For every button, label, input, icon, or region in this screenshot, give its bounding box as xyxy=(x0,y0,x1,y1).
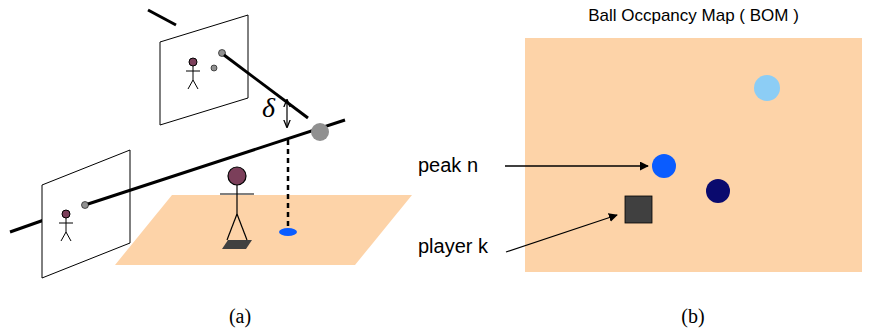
map-region: Ball Occpancy Map ( BOM ) xyxy=(525,38,862,272)
stick-figure xyxy=(59,210,73,241)
peak-label: peak n xyxy=(418,155,478,175)
ball xyxy=(311,123,329,141)
camera-ray xyxy=(88,120,345,204)
leader-arrow xyxy=(505,165,648,166)
image-plane xyxy=(42,150,130,278)
projection-line xyxy=(287,140,290,228)
ball-projection xyxy=(279,228,297,236)
player-figure xyxy=(220,167,254,240)
peak-dot xyxy=(706,179,730,203)
ball-image xyxy=(82,202,89,209)
map-title: Ball Occpancy Map ( BOM ) xyxy=(588,6,799,26)
ground-plane xyxy=(115,195,412,265)
player-footprint xyxy=(222,240,252,249)
leader-arrow xyxy=(506,215,617,252)
image-plane xyxy=(160,15,248,125)
peak-dot xyxy=(754,75,780,101)
panel-label: (a) xyxy=(229,306,251,326)
stick-figure xyxy=(186,58,200,89)
player-label: player k xyxy=(418,236,488,256)
peak-dot xyxy=(652,154,676,178)
camera-ray xyxy=(148,10,176,25)
player-square xyxy=(625,196,652,223)
camera-ray xyxy=(10,220,44,232)
offset-symbol: δ xyxy=(262,94,275,122)
offset-arrow xyxy=(286,100,287,127)
panel-label: (b) xyxy=(681,306,704,326)
ball-image xyxy=(211,65,217,71)
occupancy-map xyxy=(525,38,862,272)
